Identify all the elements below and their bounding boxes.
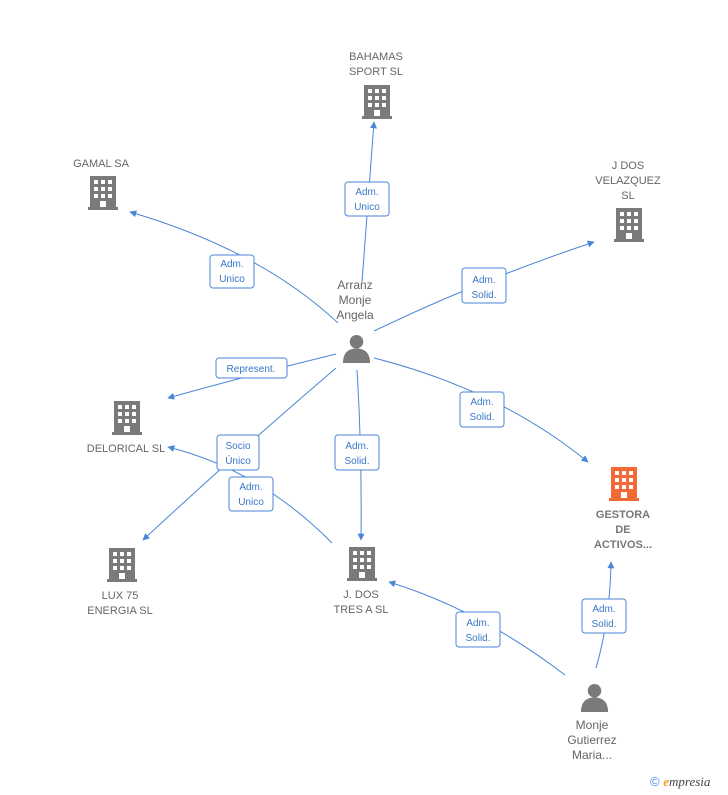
person-node-arranz-monje-angela[interactable]: Arranz Monje Angela [336,278,374,363]
company-node-bahamas[interactable]: BAHAMAS SPORT SL [349,51,403,119]
svg-text:Solid.: Solid. [465,633,490,644]
node-label: GESTORA [596,509,650,521]
node-label: DELORICAL SL [87,443,165,455]
svg-text:Adm.: Adm. [239,482,262,493]
building-icon [362,85,392,119]
edge-label-adm-solid[interactable]: Adm. Solid. [459,391,505,428]
building-icon [347,547,377,581]
svg-text:Unico: Unico [354,202,380,213]
node-label: SPORT SL [349,66,403,78]
node-label: GAMAL SA [73,158,129,170]
node-label: Gutierrez [567,733,616,747]
svg-text:Adm.: Adm. [466,618,489,629]
edge-label-socio-unico[interactable]: Socio Único [216,434,260,471]
svg-text:Solid.: Solid. [469,412,494,423]
building-icon [88,176,118,210]
edge-label-adm-unico[interactable]: Adm. Unico [344,181,390,217]
edge-labels: Adm. Unico Adm. Unico Adm. Solid. Repres… [209,181,627,648]
svg-text:Adm.: Adm. [220,259,243,270]
svg-text:Adm.: Adm. [472,275,495,286]
edge-label-adm-unico[interactable]: Adm. Unico [209,254,255,289]
edge-label-adm-solid[interactable]: Adm. Solid. [581,598,627,634]
node-label: VELAZQUEZ [595,175,661,187]
company-node-j-dos-tres[interactable]: J. DOS TRES A SL [333,547,389,616]
person-icon [342,334,371,363]
node-label: LUX 75 [102,590,139,602]
node-label: Angela [336,308,374,322]
edge-label-adm-solid[interactable]: Adm. Solid. [334,434,380,471]
node-label: ACTIVOS... [594,539,652,551]
edge-label-adm-unico[interactable]: Adm. Unico [228,476,274,512]
empresia-watermark: © empresia [650,774,710,790]
company-node-j-dos-velazquez[interactable]: J DOS VELAZQUEZ SL [595,160,661,242]
person-node-monje-gutierrez-maria[interactable]: Monje Gutierrez Maria... [567,683,617,762]
svg-text:Socio: Socio [225,441,250,452]
node-label: BAHAMAS [349,51,403,63]
node-label: Arranz [337,278,372,292]
svg-text:Unico: Unico [238,497,264,508]
node-label: J. DOS [343,589,378,601]
empresia-logo: empresia [663,774,711,789]
svg-text:Adm.: Adm. [355,187,378,198]
node-label: ENERGIA SL [87,605,152,617]
svg-text:Único: Único [225,454,251,467]
edge-label-adm-solid[interactable]: Adm. Solid. [455,611,501,648]
company-node-gamal[interactable]: GAMAL SA [73,158,130,210]
svg-text:Adm.: Adm. [345,441,368,452]
svg-text:Solid.: Solid. [344,456,369,467]
node-label: DE [615,524,630,536]
company-node-delorical[interactable]: DELORICAL SL [87,401,165,455]
edge-label-represent[interactable]: Represent. [215,357,288,379]
node-label: TRES A SL [333,604,388,616]
company-node-gestora[interactable]: GESTORA DE ACTIVOS... [594,467,652,551]
node-label: Monje [339,293,372,307]
building-icon [107,548,137,582]
svg-text:Solid.: Solid. [591,619,616,630]
building-icon [112,401,142,435]
node-label: Monje [576,718,609,732]
svg-text:Unico: Unico [219,274,245,285]
building-icon [614,208,644,242]
svg-text:Adm.: Adm. [592,604,615,615]
svg-text:Adm.: Adm. [470,397,493,408]
person-icon [580,683,609,712]
edge-label-adm-solid[interactable]: Adm. Solid. [461,267,507,304]
svg-text:Solid.: Solid. [471,290,496,301]
node-label: Maria... [572,748,612,762]
svg-text:Represent.: Represent. [227,364,276,375]
building-icon [609,467,639,501]
node-label: J DOS [612,160,644,172]
copyright-icon: © [650,774,660,789]
company-node-lux-75[interactable]: LUX 75 ENERGIA SL [87,548,153,617]
node-label: SL [621,190,634,202]
